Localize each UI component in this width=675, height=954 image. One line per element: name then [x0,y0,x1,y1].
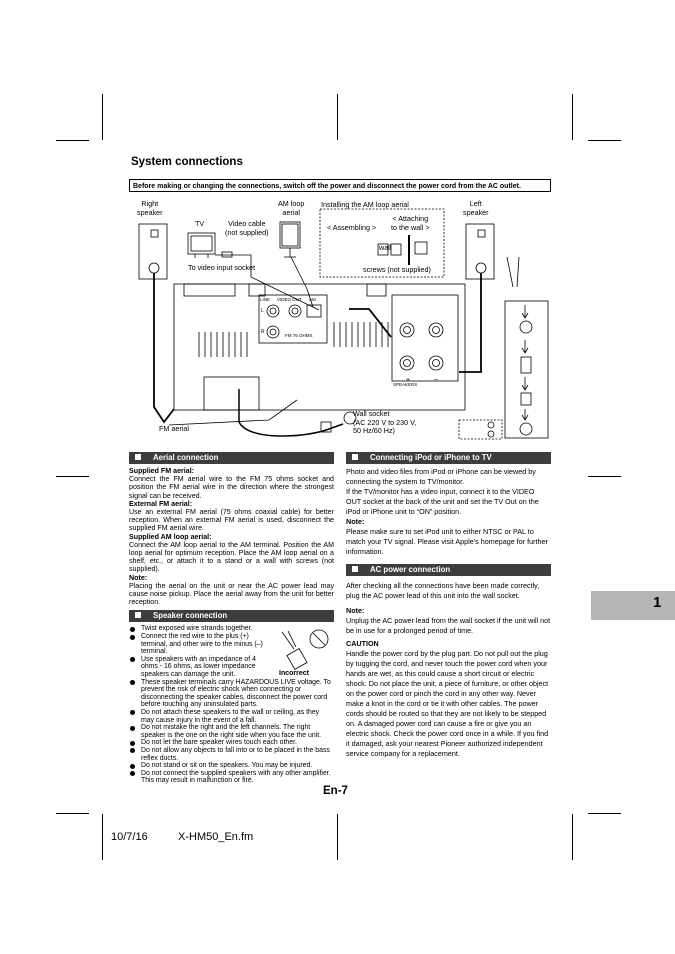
list-item: Do not stand or sit on the speakers. You… [129,762,334,770]
aerial-h4: Note: [129,573,148,582]
right-column: Connecting iPod or iPhone to TV Photo an… [346,452,551,759]
ipod-note: Please make sure to set iPod unit to eit… [346,527,548,556]
aerial-t4: Placing the aerial on the unit or near t… [129,581,334,607]
ipod-heading: Connecting iPod or iPhone to TV [346,452,551,464]
ac-t1: After checking all the connections have … [346,581,540,600]
crop-mark [588,140,621,141]
connection-diagram-svg [138,208,549,440]
crop-mark [56,476,89,477]
list-item: Do not let the bare speaker wires touch … [129,739,334,747]
footer-file: X-HM50_En.fm [178,831,254,843]
crop-mark [102,94,103,140]
am-loop-label: AM loop aerial [278,199,305,217]
crop-mark [102,814,103,860]
panel-am-label: AM [309,297,316,302]
page-number: En-7 [323,785,348,797]
list-item: Do not allow any objects to fall into or… [129,747,334,762]
connection-diagram: Right speaker TV Video cable (not suppli… [129,197,552,442]
incorrect-wire-icon [281,630,329,671]
footer-date: 10/7/16 [111,831,148,843]
tv-label: TV [195,219,205,228]
ac-heading: AC power connection [346,564,551,576]
aerial-t3: Connect the AM loop aerial to the AM ter… [129,540,334,574]
chapter-tab-number: 1 [653,594,662,611]
warning-box: Before making or changing the connection… [129,179,551,192]
aerial-t2: Use an external FM aerial (75 ohms coaxi… [129,508,334,533]
crop-mark [572,94,573,140]
crop-mark [337,94,338,140]
left-column: Aerial connection Supplied FM aerial: Co… [129,452,334,785]
video-cable-label: Video cable (not supplied) [225,219,269,237]
crop-mark [337,814,338,860]
installing-am-label: Installing the AM loop aerial [321,200,409,209]
ipod-t2: If the TV/monitor has a video input, con… [346,487,539,516]
chapter-tab [591,591,675,620]
tv-icon [187,232,216,255]
list-item: Do not attach these speakers to the wall… [129,709,334,724]
incorrect-label: Incorrect [279,670,309,678]
fm-aerial-label: FM aerial [159,424,189,433]
wall-socket-label: Wall socket (AC 220 V to 230 V, 50 Hz/60… [353,409,417,435]
speaker-heading: Speaker connection [129,610,334,623]
minus-label: − [434,377,439,384]
panel-l-label: L [261,308,264,314]
attaching-label: < Attaching to the wall > [391,214,430,232]
list-item: Use speakers with an impedance of 4 ohms… [129,656,268,679]
panel-r-label: R [261,329,265,335]
panel-speakers-label: SPEAKERS [393,382,418,387]
aerial-t1: Connect the FM aerial wire to the FM 75 … [129,475,334,500]
am-loop-aerial-icon [279,221,314,308]
incorrect-figure: Incorrect [274,627,334,677]
video-input-label: To video input socket [188,263,256,272]
assembling-label: < Assembling > [327,223,377,232]
crop-mark [572,814,573,860]
list-item: Connect the red wire to the plus (+) ter… [129,633,268,656]
ipod-t1: Photo and video files from iPod or iPhon… [346,467,536,486]
left-speaker-icon [465,223,495,280]
speaker-list: Twist exposed wire strands together. Con… [129,625,334,784]
panel-fm-label: FM 75 OHMS [285,333,313,338]
panel-line-label: LINE [260,297,271,302]
ipod-note-heading: Note: [346,517,365,526]
list-item: Do not mistake the right and the left ch… [129,724,334,739]
screws-label: screws (not supplied) [363,265,431,274]
list-item: These speaker terminals carry HAZARDOUS … [129,679,334,709]
ac-note-heading: Note: [346,606,365,615]
right-speaker-icon [138,223,168,280]
left-speaker-label: Left speaker [463,199,489,217]
list-item: Twist exposed wire strands together. [129,625,334,633]
crop-mark [56,140,89,141]
panel-video-out-label: VIDEO OUT [277,297,302,302]
ac-note: Unplug the AC power lead from the wall s… [346,616,551,635]
aerial-h2: External FM aerial: [129,499,193,508]
unit-rear-panel [173,283,466,411]
wall-label: wall [379,243,392,252]
crop-mark [588,476,621,477]
list-item: Do not connect the supplied speakers wit… [129,770,334,785]
aerial-h3: Supplied AM loop aerial: [129,532,212,541]
section-title: System connections [131,156,243,168]
crop-mark [56,813,89,814]
ac-caution: Handle the power cord by the plug part. … [346,649,549,758]
aerial-h1: Supplied FM aerial: [129,467,195,475]
right-speaker-label: Right speaker [137,199,163,217]
ac-caution-heading: CAUTION [346,639,379,648]
crop-mark [588,813,621,814]
plus-label: + [406,377,411,384]
aerial-heading: Aerial connection [129,452,334,464]
